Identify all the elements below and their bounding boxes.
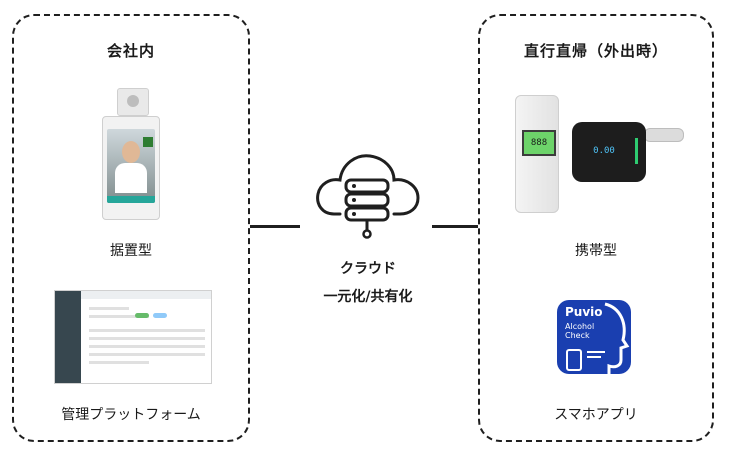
right-connector	[432, 225, 478, 228]
portable-label: 携帯型	[575, 243, 617, 259]
stationary-terminal-image	[100, 88, 162, 220]
left-connector	[250, 225, 300, 228]
portable-breathalyzer-1-image: 888	[515, 95, 559, 213]
app-name: Puvio	[565, 305, 603, 319]
smartphone-app-label: スマホアプリ	[554, 407, 638, 423]
direct-travel-panel: 直行直帰（外出時）	[478, 14, 714, 442]
office-panel: 会社内	[12, 14, 250, 442]
breathalyzer-mouthpiece	[644, 128, 684, 142]
platform-label: 管理プラットフォーム	[61, 407, 201, 423]
breathalyzer-display-2: 0.00	[593, 146, 615, 156]
cloud-server-icon	[316, 154, 420, 239]
centralization-label: 一元化/共有化	[323, 289, 413, 305]
direct-travel-panel-title: 直行直帰（外出時）	[523, 42, 668, 60]
stationary-label: 据置型	[110, 243, 152, 259]
office-panel-title: 会社内	[106, 42, 155, 60]
camera-icon	[117, 88, 149, 116]
portable-breathalyzer-2-image: 0.00	[572, 122, 646, 182]
breathalyzer-display: 888	[522, 130, 556, 156]
cloud-label: クラウド	[340, 261, 396, 277]
management-platform-screenshot	[54, 290, 212, 384]
